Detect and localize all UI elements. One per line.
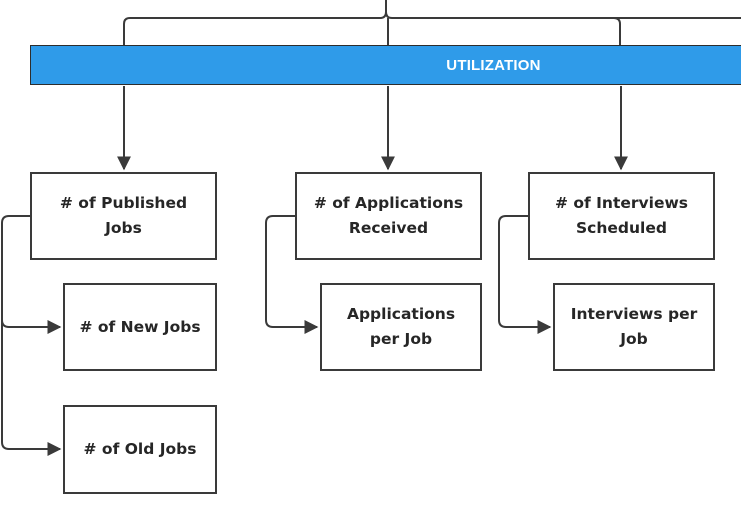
node-new-jobs: # of New Jobs — [63, 283, 217, 371]
node-interviews-per-job-label: Interviews per Job — [570, 305, 698, 348]
connector-top-right — [613, 17, 621, 45]
connector-top-trunk — [385, 0, 741, 19]
node-applications-received: # of Applications Received — [295, 172, 482, 260]
node-new-jobs-label: # of New Jobs — [79, 317, 201, 336]
node-published-jobs: # of Published Jobs — [30, 172, 217, 260]
node-applications-per-job: Applications per Job — [320, 283, 482, 371]
connector-interviews-to-per-job — [498, 215, 552, 334]
node-old-jobs-label: # of Old Jobs — [83, 440, 197, 458]
node-interviews-scheduled-label: # of Interviews Scheduled — [554, 194, 688, 237]
node-applications-received-label: # of Applications Received — [313, 194, 464, 237]
utilization-banner: UTILIZATION — [30, 45, 741, 85]
connector-published-to-old — [1, 320, 62, 456]
node-interviews-scheduled: # of Interviews Scheduled — [528, 172, 715, 260]
connector-applications-to-per-job — [265, 215, 319, 334]
connector-top-left — [123, 11, 387, 45]
node-published-jobs-label: # of Published Jobs — [59, 194, 188, 237]
utilization-banner-label: UTILIZATION — [446, 56, 541, 74]
node-old-jobs: # of Old Jobs — [63, 405, 217, 494]
connector-published-to-new — [1, 215, 62, 334]
node-applications-per-job-label: Applications per Job — [346, 305, 456, 348]
node-interviews-per-job: Interviews per Job — [553, 283, 715, 371]
